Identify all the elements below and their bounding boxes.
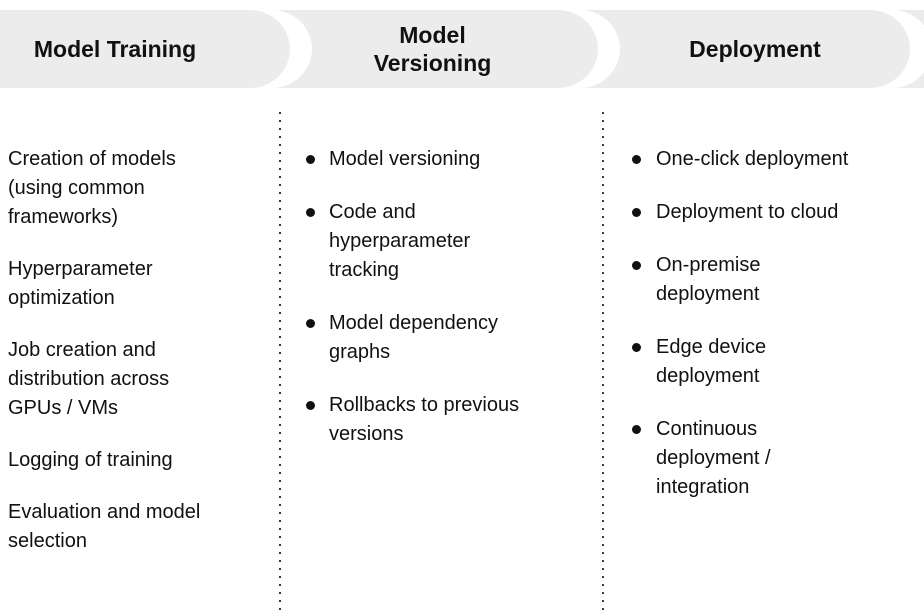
list-item: Continuous deployment / integration bbox=[628, 415, 858, 502]
bullet-icon bbox=[632, 261, 641, 270]
chevron-shape-deployment bbox=[580, 10, 910, 88]
list-item-text: Continuous deployment / integration bbox=[656, 418, 771, 498]
list-item: Edge device deployment bbox=[628, 333, 858, 391]
list-item: Code and hyperparameter tracking bbox=[302, 198, 538, 285]
bullet-icon bbox=[306, 401, 315, 410]
list-item: On-premise deployment bbox=[628, 251, 858, 309]
bullet-icon bbox=[306, 319, 315, 328]
list-item-text: Edge device deployment bbox=[656, 336, 767, 387]
column-divider-1 bbox=[279, 112, 281, 616]
list-item-text: Deployment to cloud bbox=[656, 201, 839, 223]
list-item-text: Model versioning bbox=[329, 148, 481, 170]
model-training-column: Creation of models (using common framewo… bbox=[8, 145, 221, 579]
chevron-shape-model-training bbox=[0, 10, 290, 88]
bullet-icon bbox=[306, 208, 315, 217]
list-item: Deployment to cloud bbox=[628, 198, 858, 227]
paragraph-item: Hyperparameter optimization bbox=[8, 258, 153, 309]
bullet-icon bbox=[632, 208, 641, 217]
list-item: One-click deployment bbox=[628, 145, 858, 174]
column-divider-2 bbox=[602, 112, 604, 616]
paragraph-item: Logging of training bbox=[8, 449, 173, 471]
bullet-icon bbox=[306, 155, 315, 164]
header-title-model-versioning: Model Versioning bbox=[373, 22, 492, 76]
list-item: Model dependency graphs bbox=[302, 309, 538, 367]
list-item-text: On-premise deployment bbox=[656, 254, 761, 305]
bullet-icon bbox=[632, 425, 641, 434]
header-title-deployment: Deployment bbox=[689, 36, 821, 62]
bullet-icon bbox=[632, 343, 641, 352]
header-title-model-training: Model Training bbox=[33, 36, 197, 62]
list-item-text: One-click deployment bbox=[656, 148, 849, 170]
list-item: Model versioning bbox=[302, 145, 538, 174]
chevron-shape-model-versioning bbox=[272, 10, 598, 88]
paragraph-item: Job creation and distribution across GPU… bbox=[8, 339, 170, 419]
list-item-text: Rollbacks to previous versions bbox=[329, 394, 520, 445]
list-item-text: Model dependency graphs bbox=[329, 312, 499, 363]
paragraph-item: Creation of models (using common framewo… bbox=[8, 148, 176, 228]
paragraph-item: Evaluation and model selection bbox=[8, 501, 201, 552]
list-item: Rollbacks to previous versions bbox=[302, 391, 538, 449]
list-item-text: Code and hyperparameter tracking bbox=[329, 201, 471, 281]
chevron-shape-next-cutoff bbox=[892, 10, 924, 88]
header-chevron-band bbox=[0, 10, 924, 88]
bullet-icon bbox=[632, 155, 641, 164]
